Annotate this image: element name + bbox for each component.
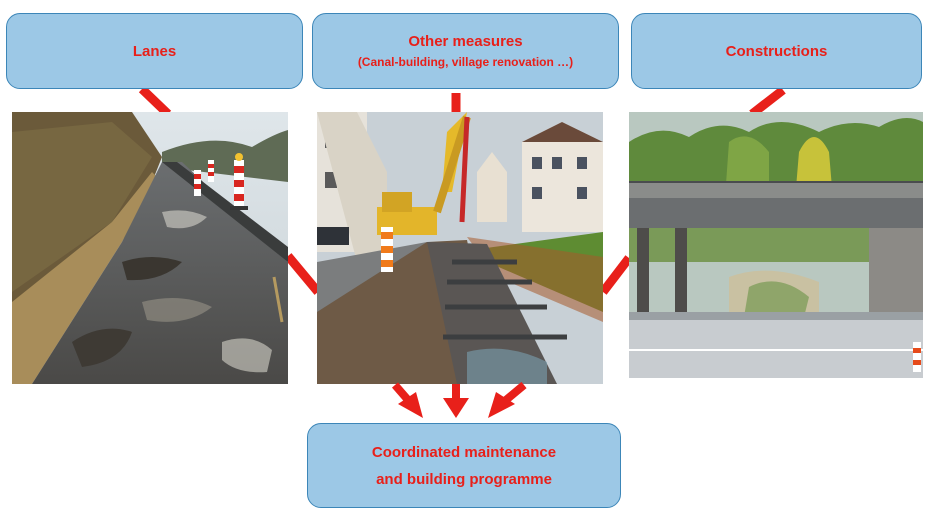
other-measures-label: Other measures [408,33,523,50]
arrow-head-center [443,398,469,418]
connector-constructions [749,86,786,118]
lanes-label: Lanes [132,42,177,60]
coordinated-line-1: Coordinated maintenance [371,443,557,461]
arrow-head-right [488,392,515,418]
constructions-label: Constructions [725,42,828,60]
connector-constructions-side [599,255,633,295]
other-measures-box: Other measures (Canal-building, village … [312,13,619,89]
canal-building-photo [317,112,603,384]
bridge-photo [629,112,923,378]
other-measures-sublabel: (Canal-building, village renovation …) [357,55,574,69]
coordinated-line-2: and building programme [376,470,552,488]
connector-lanes [138,85,172,118]
arrow-shaft-right [503,381,527,404]
arrow-head-left [398,392,423,418]
constructions-box: Constructions [631,13,922,89]
coordinated-programme-box: Coordinated maintenance and building pro… [307,423,621,508]
lanes-photo [12,112,288,384]
connector-lanes-side [284,253,322,295]
lanes-box: Lanes [6,13,303,89]
arrow-shaft-left [391,382,412,403]
